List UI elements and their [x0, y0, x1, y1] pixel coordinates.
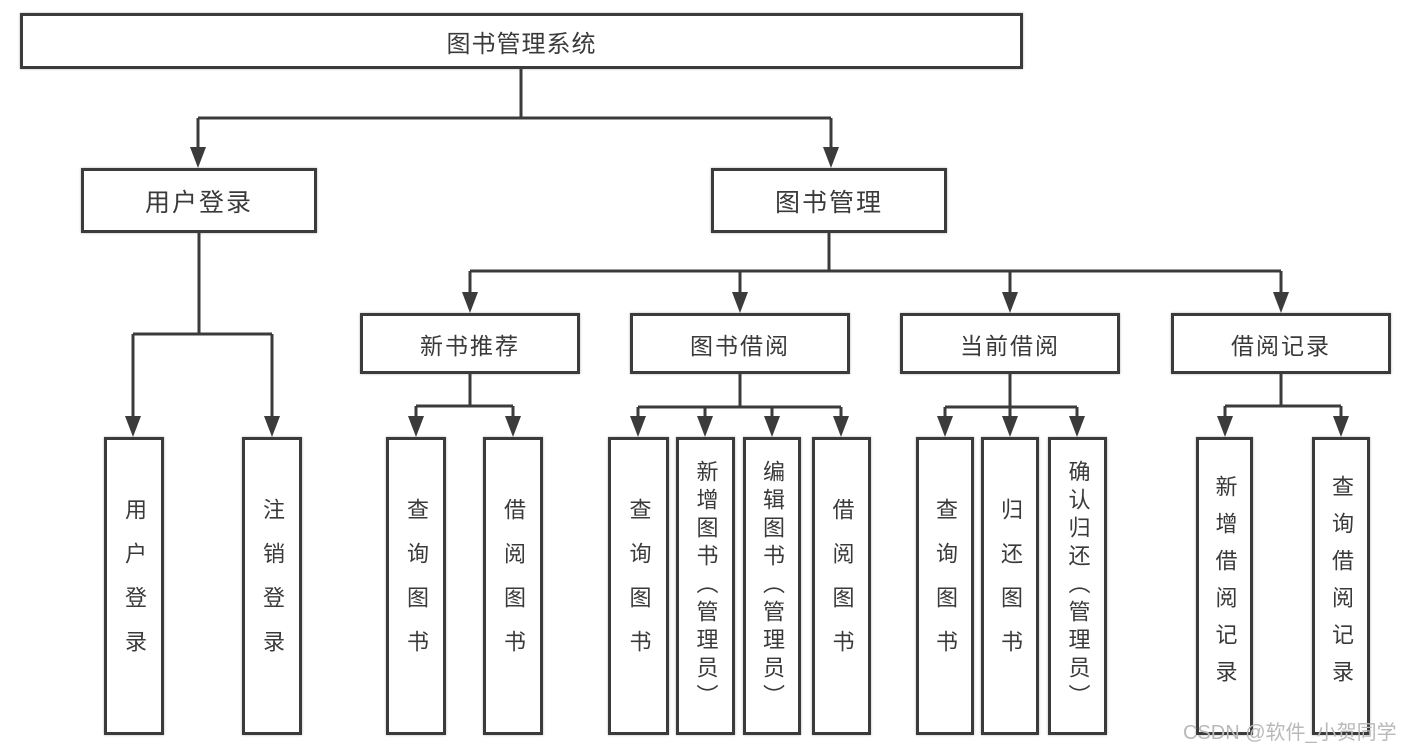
- node-label: 当前借阅: [960, 332, 1060, 359]
- node-label: 图书管理系统: [446, 30, 597, 58]
- csdn-watermark: CSDN @软件_小贺同学: [1183, 722, 1397, 744]
- node-label: 用户登录: [144, 188, 253, 217]
- node-label: 图书管理: [774, 188, 883, 217]
- leaf-label: 查询图书: [933, 498, 958, 674]
- leaf-label: 新增图书（管理员）: [693, 460, 719, 712]
- leaf-query-borrow-record: 查询借阅记录: [1312, 437, 1370, 735]
- leaf-add-borrow-record: 新增借阅记录: [1196, 437, 1253, 735]
- leaf-confirm-return-admin: 确认归还（管理员）: [1048, 437, 1107, 735]
- leaf-query-books-current: 查询图书: [916, 437, 974, 735]
- node-user-login: 用户登录: [81, 168, 317, 233]
- leaf-return-books: 归还图书: [981, 437, 1039, 735]
- node-library-management-system: 图书管理系统: [20, 13, 1023, 69]
- leaf-label: 新增借阅记录: [1212, 475, 1238, 697]
- connector-new-book-recommend-to-leaves: [408, 374, 521, 437]
- leaf-label: 用户登录: [122, 498, 147, 674]
- leaf-label: 归还图书: [998, 498, 1023, 674]
- leaf-label: 借阅图书: [501, 498, 526, 674]
- leaf-borrow-books-recommend: 借阅图书: [483, 437, 543, 735]
- leaf-label: 查询借阅记录: [1329, 475, 1354, 697]
- node-new-book-recommend: 新书推荐: [360, 313, 580, 374]
- leaf-query-books-borrow: 查询图书: [608, 437, 669, 735]
- leaf-add-books-admin: 新增图书（管理员）: [676, 437, 735, 735]
- node-label: 图书借阅: [690, 332, 790, 359]
- node-borrow-records: 借阅记录: [1171, 313, 1391, 374]
- node-current-borrow: 当前借阅: [900, 313, 1120, 374]
- connector-book-borrow-to-leaves: [630, 374, 849, 437]
- leaf-label: 编辑图书（管理员）: [760, 460, 785, 712]
- leaf-label: 借阅图书: [829, 498, 855, 674]
- leaf-edit-books-admin: 编辑图书（管理员）: [743, 437, 801, 735]
- connector-user-login-to-leaves: [125, 233, 280, 437]
- connector-root-to-level1: [190, 69, 839, 168]
- leaf-borrow-books: 借阅图书: [812, 437, 871, 735]
- connector-current-borrow-to-leaves: [937, 374, 1085, 437]
- node-book-management: 图书管理: [711, 168, 947, 233]
- leaf-logout: 注销登录: [242, 437, 302, 735]
- connector-borrow-records-to-leaves: [1217, 374, 1349, 437]
- leaf-label: 查询图书: [626, 498, 652, 674]
- node-book-borrow: 图书借阅: [630, 313, 850, 374]
- leaf-label: 查询图书: [404, 498, 429, 674]
- leaf-label: 确认归还（管理员）: [1065, 460, 1091, 712]
- leaf-label: 注销登录: [260, 498, 285, 674]
- leaf-user-login: 用户登录: [104, 437, 164, 735]
- node-label: 借阅记录: [1231, 332, 1331, 359]
- leaf-query-books-recommend: 查询图书: [386, 437, 446, 735]
- node-label: 新书推荐: [420, 332, 520, 359]
- connector-book-management-to-level2: [462, 233, 1289, 313]
